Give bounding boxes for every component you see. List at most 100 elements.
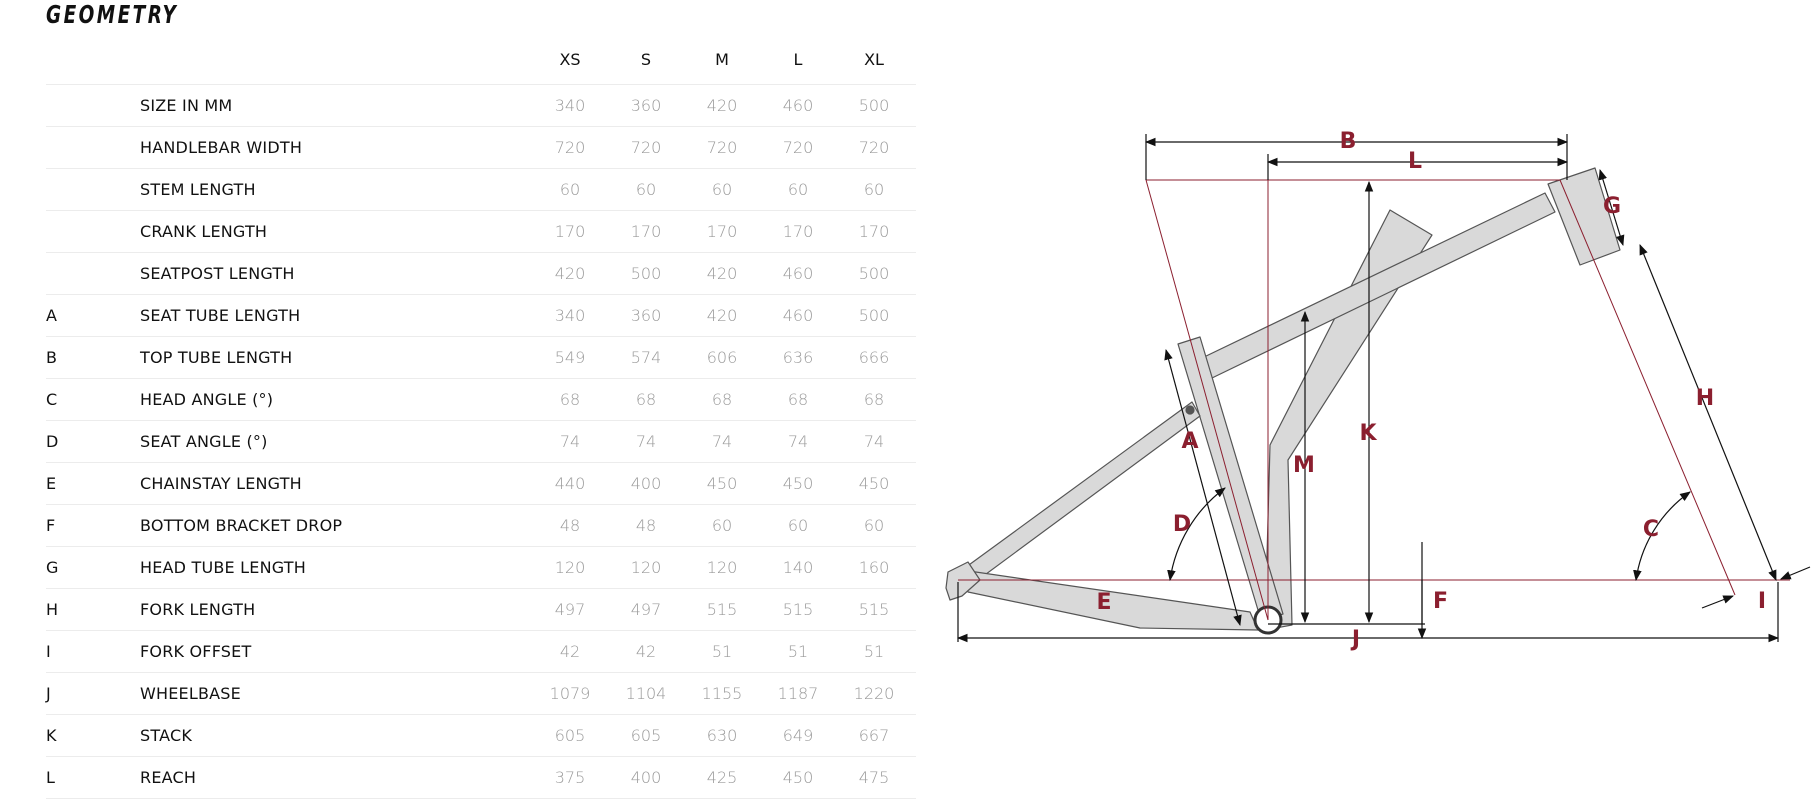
row-value-xs: 60 <box>559 180 581 199</box>
row-value-m: 425 <box>706 768 738 787</box>
row-label: STACK <box>140 726 193 745</box>
diagram-label-b: B <box>1340 129 1357 154</box>
table-body: SIZE IN MM 340 360 420 460 500 HANDLEBAR WIDTH… <box>46 85 916 799</box>
page-title: GEOMETRY <box>46 0 179 29</box>
row-value-xl: 720 <box>858 138 890 157</box>
top-tube <box>1201 192 1556 379</box>
row-value-m: 515 <box>706 600 738 619</box>
row-value-xs: 170 <box>554 222 586 241</box>
row-code: F <box>46 516 56 535</box>
row-value-xs: 74 <box>559 432 581 451</box>
diagram-label-e: E <box>1096 590 1111 615</box>
row-label: BOTTOM BRACKET DROP <box>140 516 343 535</box>
row-value-l: 450 <box>782 768 814 787</box>
column-header-xl: XL <box>864 50 884 69</box>
row-value-m: 420 <box>706 96 738 115</box>
row-value-xs: 1079 <box>549 684 591 703</box>
row-value-xl: 51 <box>863 642 885 661</box>
row-code: C <box>46 390 58 409</box>
row-value-m: 420 <box>706 306 738 325</box>
row-value-xs: 605 <box>554 726 586 745</box>
chain-stay <box>961 569 1259 631</box>
row-value-xs: 48 <box>559 516 581 535</box>
row-value-xs: 120 <box>554 558 586 577</box>
row-value-xs: 340 <box>554 306 586 325</box>
row-value-m: 720 <box>706 138 738 157</box>
row-code: G <box>46 558 59 577</box>
row-value-xs: 549 <box>554 348 586 367</box>
row-code: H <box>46 600 59 619</box>
diagram-label-l: L <box>1408 149 1422 174</box>
row-value-s: 60 <box>635 180 657 199</box>
row-value-s: 1104 <box>625 684 667 703</box>
row-label: HANDLEBAR WIDTH <box>140 138 303 157</box>
row-value-s: 720 <box>630 138 662 157</box>
row-value-xs: 720 <box>554 138 586 157</box>
row-label: SIZE IN MM <box>140 96 233 115</box>
row-value-m: 60 <box>711 180 733 199</box>
seat-stay <box>961 401 1201 581</box>
diagram-label-a: A <box>1181 429 1198 454</box>
row-value-l: 649 <box>782 726 814 745</box>
diagram-label-f: F <box>1433 589 1448 614</box>
row-code: B <box>46 348 57 367</box>
row-value-s: 48 <box>635 516 657 535</box>
dimension-lines <box>956 134 1811 643</box>
row-value-l: 515 <box>782 600 814 619</box>
row-value-xl: 170 <box>858 222 890 241</box>
row-value-m: 68 <box>711 390 733 409</box>
row-code: K <box>46 726 57 745</box>
row-label: CHAINSTAY LENGTH <box>140 474 302 493</box>
row-value-xl: 68 <box>863 390 885 409</box>
row-value-l: 74 <box>787 432 809 451</box>
row-label: SEAT TUBE LENGTH <box>140 306 301 325</box>
row-code: J <box>46 684 51 703</box>
row-value-s: 500 <box>630 264 662 283</box>
row-value-xl: 74 <box>863 432 885 451</box>
row-label: SEATPOST LENGTH <box>140 264 295 283</box>
row-label: REACH <box>140 768 197 787</box>
row-value-xl: 515 <box>858 600 890 619</box>
diagram-label-g: G <box>1603 194 1621 219</box>
row-label: FORK LENGTH <box>140 600 256 619</box>
row-value-s: 605 <box>630 726 662 745</box>
bottom-bracket <box>1253 605 1283 635</box>
row-value-m: 450 <box>706 474 738 493</box>
row-value-l: 51 <box>787 642 809 661</box>
row-value-xl: 500 <box>858 306 890 325</box>
row-code: A <box>46 306 57 325</box>
row-code: E <box>46 474 57 493</box>
row-value-l: 460 <box>782 96 814 115</box>
diagram-label-c: C <box>1643 517 1659 542</box>
row-value-m: 630 <box>706 726 738 745</box>
row-value-xs: 375 <box>554 768 586 787</box>
row-value-l: 60 <box>787 180 809 199</box>
row-label: WHEELBASE <box>140 684 241 703</box>
row-value-s: 360 <box>630 96 662 115</box>
row-value-xl: 60 <box>863 516 885 535</box>
bike-frame <box>945 167 1621 635</box>
row-value-l: 68 <box>787 390 809 409</box>
row-value-s: 68 <box>635 390 657 409</box>
seatstay-pivot <box>1185 405 1195 415</box>
row-value-s: 170 <box>630 222 662 241</box>
row-value-s: 42 <box>635 642 657 661</box>
row-value-l: 1187 <box>777 684 819 703</box>
row-code: I <box>46 642 51 661</box>
row-code: D <box>46 432 59 451</box>
row-value-l: 460 <box>782 306 814 325</box>
row-value-xl: 666 <box>858 348 890 367</box>
row-value-s: 120 <box>630 558 662 577</box>
row-value-xs: 340 <box>554 96 586 115</box>
row-value-xl: 60 <box>863 180 885 199</box>
